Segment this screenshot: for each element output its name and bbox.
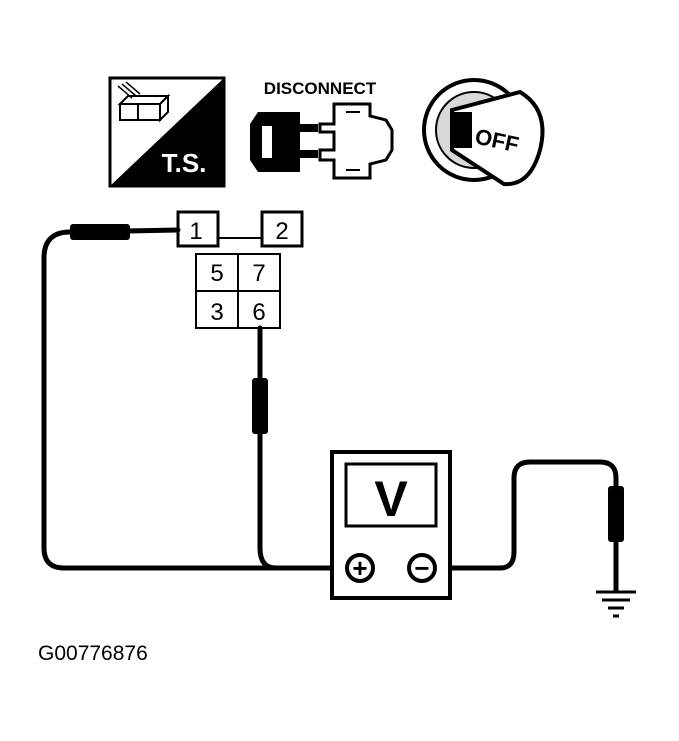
negative-terminal-label: −: [414, 553, 429, 583]
positive-terminal-label: +: [352, 553, 367, 583]
pin-6-label: 6: [252, 299, 265, 326]
harness-connector: [176, 210, 304, 329]
test-lead-wires: [41, 227, 619, 593]
troubleshooting-icon: T.S.: [108, 76, 226, 188]
disconnect-label: DISCONNECT: [264, 79, 377, 98]
positive-terminal-icon: +: [345, 553, 375, 583]
pin-2-label: 2: [275, 218, 288, 245]
test-probes: [70, 224, 624, 542]
ignition-key-off-icon: OFF: [422, 78, 545, 187]
figure-id: G00776876: [38, 642, 148, 665]
ground-icon: [596, 590, 636, 618]
pin-2: [260, 210, 304, 248]
probe-pin-1: [70, 224, 130, 240]
pin-7-label: 7: [252, 260, 265, 287]
negative-terminal-icon: −: [407, 553, 437, 583]
pin-1: [176, 210, 220, 248]
probe-pin-6: [252, 378, 268, 434]
voltmeter-symbol: V: [374, 471, 408, 527]
voltmeter-display: [344, 462, 438, 528]
probe-ground: [608, 486, 624, 542]
connector-disconnect-icon: DISCONNECT: [250, 79, 394, 180]
voltmeter: V + −: [330, 450, 452, 600]
ts-label: T.S.: [162, 148, 207, 178]
pin-3-label: 3: [210, 299, 223, 326]
pin-1-label: 1: [189, 218, 202, 245]
pin-5-label: 5: [210, 260, 223, 287]
